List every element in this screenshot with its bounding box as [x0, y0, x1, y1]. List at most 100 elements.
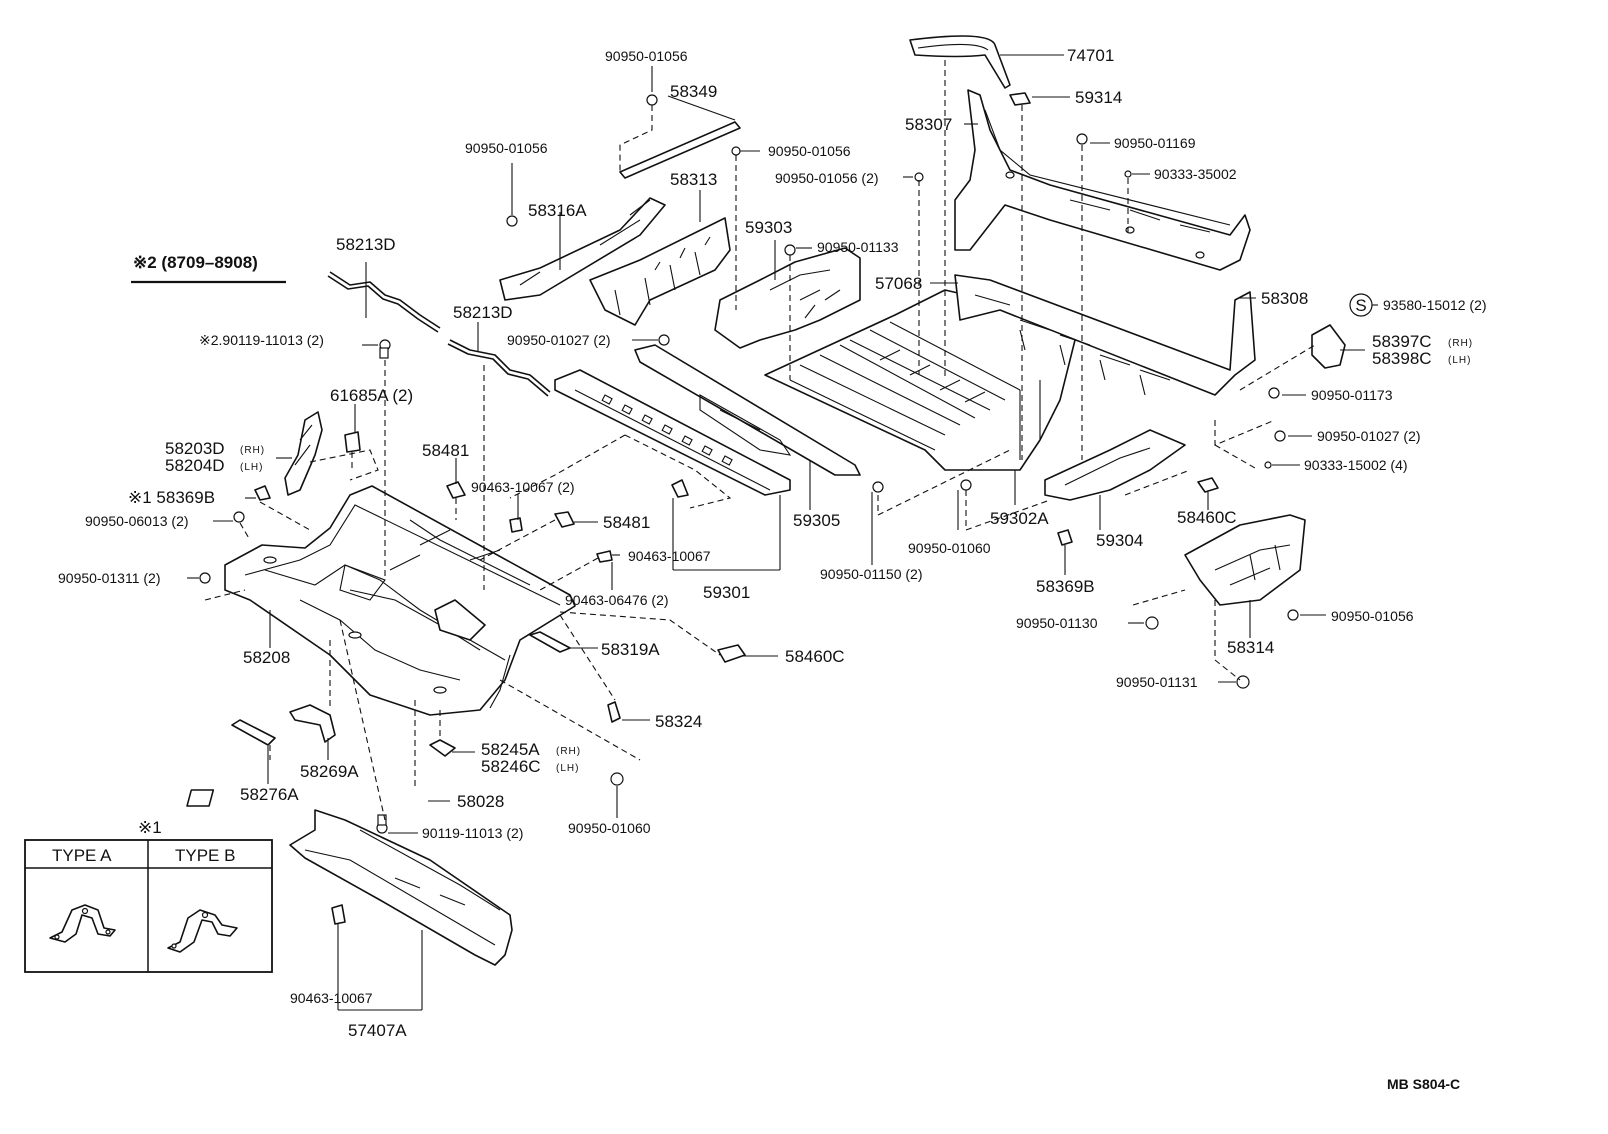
- label-90950-01130: 90950-01130: [1016, 615, 1098, 631]
- pad-58028: [186, 789, 215, 807]
- label-90950-01060-b: 90950-01060: [908, 540, 991, 556]
- type-a-bracket-icon: [49, 904, 116, 943]
- label-58324: 58324: [655, 712, 702, 731]
- label-58269A: 58269A: [300, 762, 359, 781]
- label-58213D-a: 58213D: [336, 235, 396, 254]
- strip-58213D-a: [329, 271, 441, 329]
- cross-member-59305: [634, 344, 861, 476]
- label-90333-15002: 90333-15002 (4): [1304, 457, 1408, 473]
- label-90950-01169: 90950-01169: [1114, 135, 1196, 151]
- label-90950-01311: 90950-01311 (2): [58, 570, 160, 586]
- label-90950-01131: 90950-01131: [1116, 674, 1198, 690]
- label-58349: 58349: [670, 82, 717, 101]
- clip-58481-b: [554, 511, 575, 528]
- clip-58460C-a: [717, 644, 746, 663]
- clip-58324: [607, 701, 621, 723]
- leader-lines: [187, 54, 1378, 1011]
- label-90950-01133: 90950-01133: [817, 239, 899, 255]
- bracket-59303: [714, 247, 861, 349]
- legend-type-b: TYPE B: [175, 846, 235, 865]
- label-90463-06476: 90463-06476 (2): [565, 592, 669, 608]
- strap-74701: [909, 35, 1011, 89]
- label-58460C-b: 58460C: [1177, 508, 1237, 527]
- bracket-58397C: [1311, 324, 1346, 369]
- bracket-59304: [1044, 429, 1186, 501]
- label-58460C-a: 58460C: [785, 647, 845, 666]
- type-b-bracket-icon: [167, 909, 238, 953]
- clip-59314: [1009, 92, 1031, 106]
- clip-58460C-b: [1197, 477, 1219, 493]
- label-90950-01056-a: 90950-01056: [465, 140, 548, 156]
- panel-58313: [589, 217, 731, 326]
- label-57068: 57068: [875, 274, 922, 293]
- plate-58276A: [231, 719, 276, 746]
- label-57407A: 57407A: [348, 1021, 407, 1040]
- label-90119-11013-top: ※2.90119-11013 (2): [199, 332, 324, 348]
- label-58481-a: 58481: [422, 441, 469, 460]
- clip-58369B-a: [254, 485, 271, 501]
- label-58398C: 58398C: [1372, 349, 1432, 368]
- label-61685A: 61685A (2): [330, 386, 413, 405]
- label-90119-11013-b: 90119-11013 (2): [422, 825, 523, 841]
- label-74701: 74701: [1067, 46, 1114, 65]
- clip-58481-a: [446, 481, 466, 499]
- label-58213D-b: 58213D: [453, 303, 513, 322]
- label-58319A: 58319A: [601, 640, 660, 659]
- label-59301: 59301: [703, 583, 750, 602]
- label-58204D-lh: (LH): [240, 462, 263, 473]
- label-58203D: 58203D: [165, 439, 225, 458]
- label-58245A-rh: (RH): [556, 746, 581, 757]
- label-90950-06013: 90950-06013 (2): [85, 513, 189, 529]
- rail-58349: [619, 121, 741, 179]
- label-59304: 59304: [1096, 531, 1143, 550]
- part-labels: 90950-01056 58349 90950-01056 90950-0105…: [58, 46, 1487, 1092]
- bracket-58269A: [289, 704, 336, 743]
- cap-61685A: [344, 431, 361, 453]
- bracket-58245A: [429, 739, 456, 757]
- member-58316A: [499, 197, 666, 301]
- clip-90463-10067-c: [331, 904, 346, 925]
- label-58313: 58313: [670, 170, 717, 189]
- label-58204D: 58204D: [165, 456, 225, 475]
- rear-floor-57068: [764, 289, 1076, 471]
- label-90333-35002: 90333-35002: [1154, 166, 1237, 182]
- label-90950-01056-top: 90950-01056: [605, 48, 688, 64]
- back-panel-58307: [954, 89, 1251, 271]
- clip-90463-10067-b: [671, 479, 689, 498]
- label-58314: 58314: [1227, 638, 1274, 657]
- label-58369B-1: ※1 58369B: [128, 488, 215, 507]
- label-58246C: 58246C: [481, 757, 541, 776]
- label-58398C-lh: (LH): [1448, 355, 1471, 366]
- label-93580-15012: 93580-15012 (2): [1383, 297, 1487, 313]
- label-58028: 58028: [457, 792, 504, 811]
- s-mark-circle: [1349, 293, 1373, 317]
- panel-58314: [1184, 514, 1306, 606]
- cross-member-59301: [554, 369, 791, 496]
- clip-90463-10067-a: [509, 517, 523, 533]
- ref-code: MB S804-C: [1387, 1076, 1460, 1092]
- label-90463-10067-a: 90463-10067: [628, 548, 711, 564]
- label-58276A: 58276A: [240, 785, 299, 804]
- label-90463-10067-b: 90463-10067: [290, 990, 373, 1006]
- floor-pan-58208: [224, 485, 576, 716]
- label-58246C-lh: (LH): [556, 763, 579, 774]
- label-59305: 59305: [793, 511, 840, 530]
- plate-58319A: [529, 631, 571, 653]
- label-59302A: 59302A: [990, 509, 1049, 528]
- label-58481-b: 58481: [603, 513, 650, 532]
- label-58369B-2: 58369B: [1036, 577, 1095, 596]
- label-58397C: 58397C: [1372, 332, 1432, 351]
- note-2-heading: ※2 (8709–8908): [133, 253, 258, 272]
- label-90463-10067-2: 90463-10067 (2): [471, 479, 575, 495]
- type-legend: ※1 TYPE A TYPE B: [24, 818, 273, 973]
- label-90950-01060-a: 90950-01060: [568, 820, 651, 836]
- clip-90463-06476: [596, 550, 613, 563]
- label-58316A: 58316A: [528, 201, 587, 220]
- label-90950-01150: 90950-01150 (2): [820, 566, 922, 582]
- label-58308: 58308: [1261, 289, 1308, 308]
- label-58245A: 58245A: [481, 740, 540, 759]
- label-90950-01173: 90950-01173: [1311, 387, 1393, 403]
- s-mark: S: [1355, 296, 1366, 315]
- dashed-guides: [204, 60, 1316, 821]
- fasteners: [199, 94, 1299, 834]
